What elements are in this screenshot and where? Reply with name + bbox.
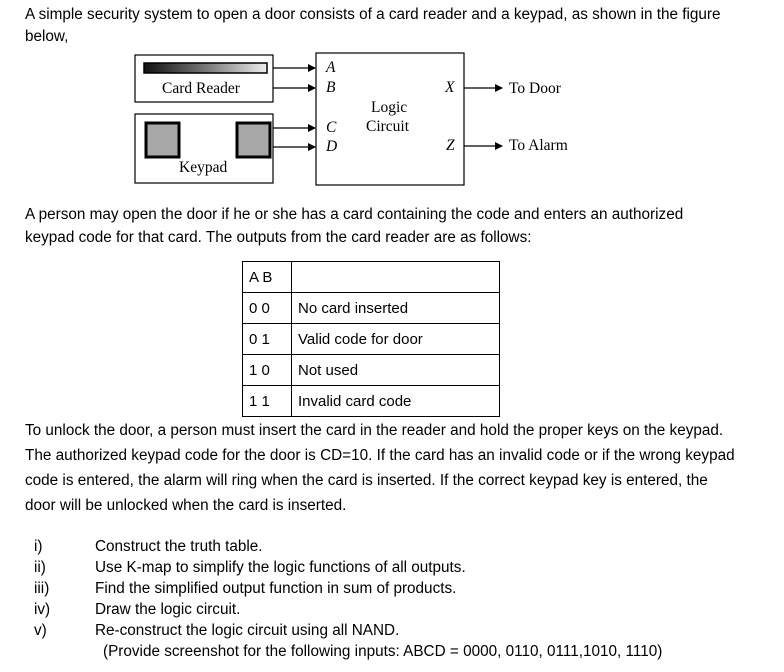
- table-header-ab: A B: [242, 261, 292, 293]
- table-cell-code: 1 0: [242, 354, 292, 386]
- table-header-blank: [291, 261, 500, 293]
- task-note: (Provide screenshot for the following in…: [103, 643, 663, 660]
- card-reader-output-table: A B 0 0 No card inserted 0 1 Valid code …: [242, 261, 500, 417]
- task-text: Re-construct the logic circuit using all…: [95, 622, 400, 639]
- card-slot: [143, 62, 268, 74]
- table-cell-meaning: Not used: [291, 354, 500, 386]
- task-text: Draw the logic circuit.: [95, 601, 241, 618]
- to-door-label: To Door: [509, 80, 561, 97]
- input-a-label: A: [326, 59, 336, 76]
- security-system-diagram: Card Reader Keypad A B C D Logic Circuit…: [0, 0, 784, 200]
- para2-line-2: keypad code for that card. The outputs f…: [25, 229, 532, 246]
- table-cell-meaning: No card inserted: [291, 292, 500, 324]
- table-row: 0 1 Valid code for door: [242, 323, 500, 355]
- output-z-label: Z: [446, 137, 455, 154]
- task-num: ii): [34, 559, 46, 576]
- table-cell-meaning: Valid code for door: [291, 323, 500, 355]
- table-cell-meaning: Invalid card code: [291, 385, 500, 417]
- para2-line-1: A person may open the door if he or she …: [25, 206, 684, 223]
- diagram-lines: [134, 52, 503, 186]
- table-row: 1 1 Invalid card code: [242, 385, 500, 417]
- task-text: Find the simplified output function in s…: [95, 580, 457, 597]
- logic-label-1: Logic: [371, 99, 408, 116]
- input-c-label: C: [326, 119, 337, 136]
- table-header-row: A B: [242, 261, 500, 293]
- task-num: iv): [34, 601, 51, 618]
- input-b-label: B: [326, 79, 336, 96]
- task-num: iii): [34, 580, 50, 597]
- keypad-label: Keypad: [179, 159, 228, 176]
- intro-line-2: below,: [25, 28, 69, 45]
- task-text: Use K-map to simplify the logic function…: [95, 559, 466, 576]
- para3-line-4: door will be unlocked when the card is i…: [25, 497, 347, 514]
- keypad-key-right: [235, 121, 272, 159]
- table-cell-code: 0 0: [242, 292, 292, 324]
- logic-label-2: Circuit: [366, 118, 410, 135]
- table-row: 0 0 No card inserted: [242, 292, 500, 324]
- para3-line-2: The authorized keypad code for the door …: [25, 447, 735, 464]
- output-x-label: X: [445, 79, 455, 96]
- keypad-key-left: [144, 121, 181, 159]
- table-row: 1 0 Not used: [242, 354, 500, 386]
- to-alarm-label: To Alarm: [509, 137, 568, 154]
- table-cell-code: 1 1: [242, 385, 292, 417]
- task-num: i): [34, 538, 43, 555]
- intro-line-1: A simple security system to open a door …: [25, 6, 721, 23]
- task-num: v): [34, 622, 47, 639]
- input-d-label: D: [326, 138, 338, 155]
- para3-line-3: code is entered, the alarm will ring whe…: [25, 472, 708, 489]
- logic-circuit-box: [315, 52, 465, 186]
- para3-line-1: To unlock the door, a person must insert…: [25, 422, 724, 439]
- card-reader-label: Card Reader: [162, 80, 240, 97]
- task-text: Construct the truth table.: [95, 538, 263, 555]
- table-cell-code: 0 1: [242, 323, 292, 355]
